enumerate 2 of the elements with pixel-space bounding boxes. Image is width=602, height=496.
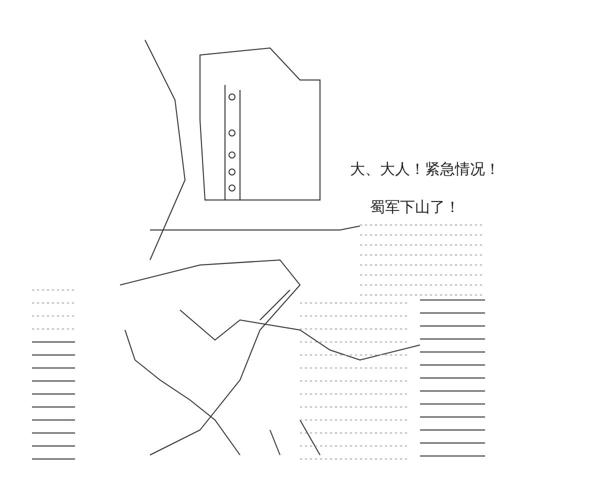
speech-text: 蜀军下山了！ [370, 198, 460, 217]
speech-text: 大、大人！紧急情况！ [350, 160, 500, 179]
